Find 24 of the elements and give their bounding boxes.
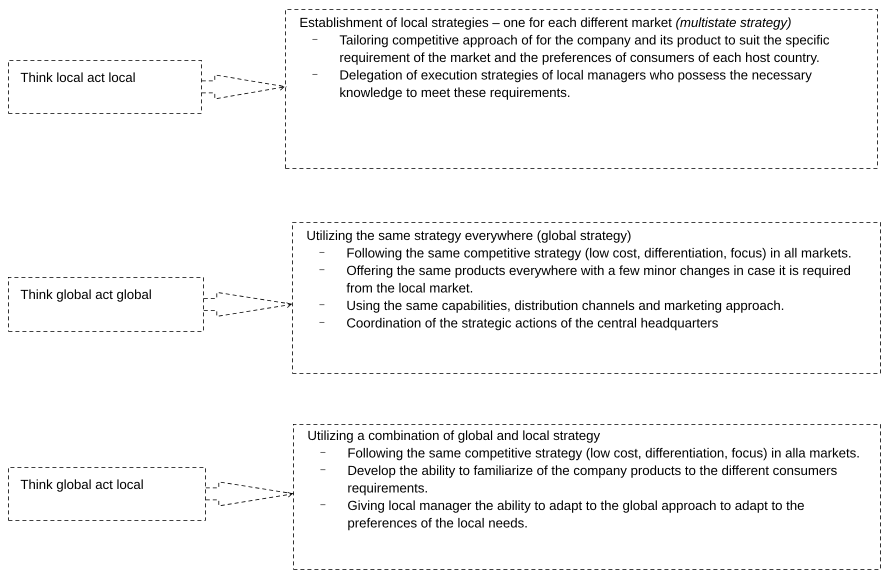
term-box	[8, 467, 206, 521]
term-box	[8, 60, 202, 114]
heading: Establishment of local strategies – one for each different market (multistate strategy)	[300, 17, 791, 30]
box-label: Think global act local	[20, 479, 143, 492]
bullet-text: Following the same competitive strategy (low cost, differentiation, focus) in all markets.	[348, 248, 850, 260]
bullet-text: Following the same competitive strategy (low cost, differentiation, focus) in alla markets.	[348, 448, 859, 460]
box-label: Think global act global	[20, 289, 151, 302]
bullet-text: Develop the ability to familiarize of the company products to the different consumers requirements.	[348, 465, 837, 496]
heading: Utilizing the same strategy everywhere (global strategy)	[307, 230, 631, 243]
box-label: Think local act local	[20, 72, 135, 82]
bullet-text: Offering the same products everywhere with a few minor changes in case it is required from the local market.	[346, 265, 850, 293]
description-box	[293, 424, 881, 570]
heading: Utilizing a combination of global and local strategy	[308, 430, 600, 443]
block-arrow	[203, 292, 294, 317]
bullet-text: Using the same capabilities, distribution channels and marketing approach.	[347, 300, 784, 313]
term-box	[8, 277, 204, 332]
block-arrow	[201, 74, 287, 100]
description-box	[285, 9, 878, 169]
bullet-text: Giving local manager the ability to adapt to the global approach to adapt to the preferences of the local needs.	[348, 500, 804, 530]
bullet-text: Tailoring competitive approach of for the company and its product to suit the specific requirement of the market and the preferences of consumers of each host country.	[340, 34, 830, 65]
block-arrow	[205, 481, 295, 506]
bullet-text: Delegation of execution strategies of local managers who possess the necessary knowledge to meet these requirements.	[340, 70, 812, 100]
description-box	[292, 222, 881, 374]
bullet-text: Coordination of the strategic actions of the central headquarters	[347, 318, 718, 330]
